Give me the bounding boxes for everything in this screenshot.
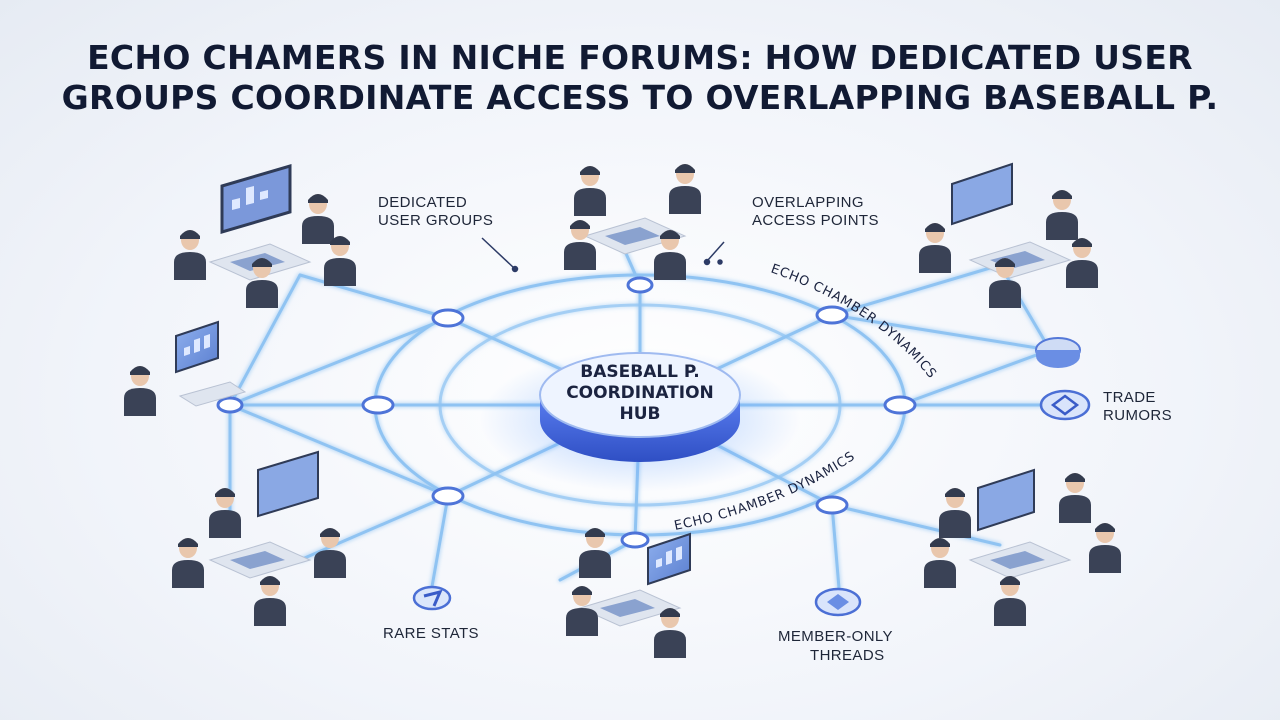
user-group-left — [124, 321, 247, 416]
hub-label-line-3: HUB — [620, 404, 661, 424]
user-group-top-right — [919, 162, 1098, 308]
label-overlap-line-1: OVERLAPPING — [752, 194, 864, 211]
hub-label-line-2: COORDINATION — [566, 383, 714, 403]
label-dedicated-line-1: DEDICATED — [378, 194, 467, 211]
diamond-icon — [827, 594, 849, 610]
junction-nodes — [216, 276, 917, 549]
arc-label-top: ECHO CHAMBER DYNAMICS — [769, 262, 940, 382]
rare-stats-node — [412, 585, 452, 611]
node — [620, 531, 650, 549]
hub-label-line-1: BASEBALL P. — [580, 362, 699, 382]
user-group-bottom-right — [924, 468, 1121, 626]
label-member-line-1: MEMBER-ONLY — [778, 628, 893, 645]
coordination-hub: BASEBALL P. COORDINATION HUB — [480, 348, 800, 492]
node — [216, 396, 244, 414]
trade-rumors-node — [1035, 337, 1091, 421]
node — [815, 305, 849, 325]
member-only-threads-node — [814, 587, 862, 617]
user-group-bottom-center — [566, 528, 691, 658]
user-group-top-center — [564, 164, 701, 280]
node — [431, 308, 465, 328]
title-line-1: ECHO CHAMERS IN NICHE FORUMS: HOW DEDICA… — [87, 38, 1193, 77]
label-rare-stats: RARE STATS — [383, 625, 479, 642]
label-dedicated-line-2: USER GROUPS — [378, 212, 493, 229]
label-member-line-2: THREADS — [810, 647, 884, 664]
diamond-icon — [1050, 394, 1080, 416]
node — [815, 495, 849, 515]
node — [883, 395, 917, 415]
node — [626, 276, 654, 294]
node — [431, 486, 465, 506]
label-trade-line-2: RUMORS — [1103, 407, 1172, 424]
label-overlap-line-2: ACCESS POINTS — [752, 212, 879, 229]
node — [361, 395, 395, 415]
label-trade-line-1: TRADE — [1103, 389, 1156, 406]
user-group-top-left — [174, 163, 356, 308]
page-title: ECHO CHAMERS IN NICHE FORUMS: HOW DEDICA… — [0, 38, 1280, 118]
chart-icon — [423, 589, 443, 607]
user-group-bottom-left — [172, 450, 346, 626]
callout-pointers — [481, 237, 725, 273]
title-line-2: GROUPS COORDINATE ACCESS TO OVERLAPPING … — [61, 78, 1219, 117]
